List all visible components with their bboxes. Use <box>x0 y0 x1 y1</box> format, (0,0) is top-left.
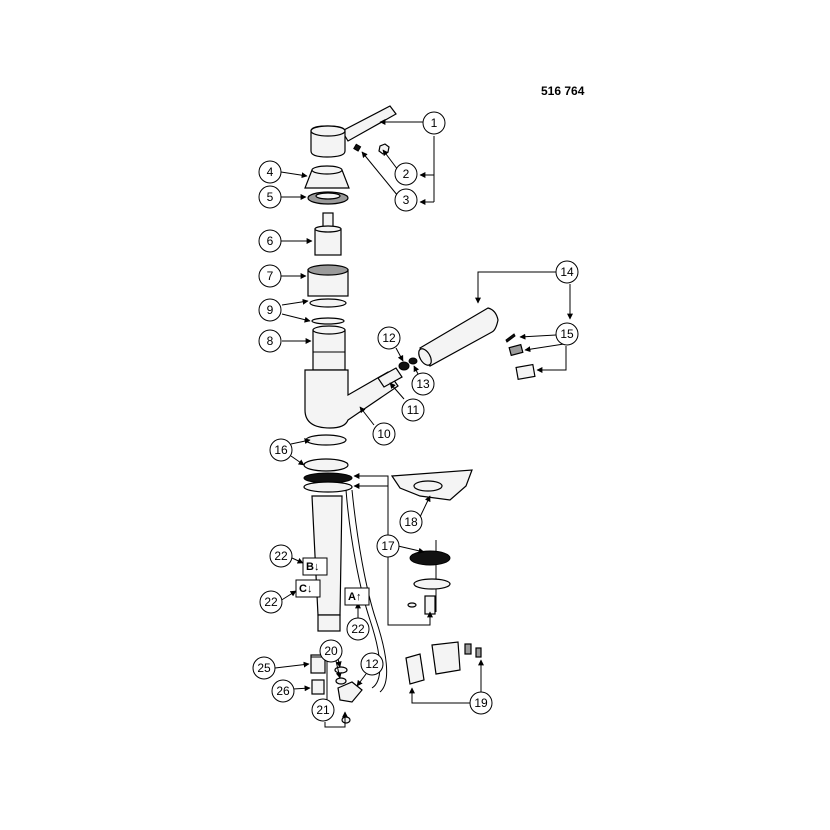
grub-screw-part <box>353 143 362 152</box>
callout-15-label: 15 <box>560 327 574 341</box>
callout-17-label: 17 <box>381 539 395 553</box>
part-number: 516 764 <box>541 84 585 98</box>
callout-7-label: 7 <box>267 269 274 283</box>
callout-9: 9 <box>258 298 282 322</box>
clip-set-part <box>405 641 482 685</box>
callout-26-label: 26 <box>276 684 290 698</box>
callout-6: 6 <box>258 229 282 253</box>
callout-4-label: 4 <box>267 165 274 179</box>
flow-label-b: B↓ <box>302 557 328 576</box>
base-ring-lower-part <box>303 481 353 493</box>
callout-16: 16 <box>269 438 293 462</box>
flow-label-c: C↓ <box>295 579 321 598</box>
callout-10: 10 <box>372 422 396 446</box>
flow-label-a: A↑ <box>344 587 370 606</box>
callout-22-a-label: 22 <box>351 622 365 636</box>
valve-body-part <box>312 325 346 371</box>
callout-22-a: 22 <box>346 617 370 641</box>
callout-8-label: 8 <box>267 334 274 348</box>
callout-20: 20 <box>319 639 343 663</box>
callout-20-label: 20 <box>324 644 338 658</box>
callout-21-label: 21 <box>316 703 330 717</box>
callout-7: 7 <box>258 264 282 288</box>
callout-12-top: 12 <box>377 326 401 350</box>
base-ring-middle-part <box>303 458 349 472</box>
callout-13: 13 <box>411 372 435 396</box>
callout-5: 5 <box>258 185 282 209</box>
callout-1-label: 1 <box>431 116 438 130</box>
callout-26: 26 <box>271 679 295 703</box>
cover-cap-part <box>304 165 350 189</box>
threaded-ring-part <box>307 191 349 205</box>
callout-19-label: 19 <box>474 696 488 710</box>
flow-label-c-text: C↓ <box>299 583 312 595</box>
callout-25-label: 25 <box>257 661 271 675</box>
callout-10-label: 10 <box>377 427 391 441</box>
callout-14: 14 <box>555 260 579 284</box>
callout-9-label: 9 <box>267 303 274 317</box>
sleeve-part <box>307 264 349 297</box>
callout-22-b: 22 <box>269 544 293 568</box>
callout-11: 11 <box>401 398 425 422</box>
spray-head-part <box>418 307 499 367</box>
nut-part <box>378 143 390 155</box>
seal-ring-13-part <box>408 357 418 365</box>
callout-12-top-label: 12 <box>382 331 396 345</box>
callout-18-label: 18 <box>404 515 418 529</box>
callout-19: 19 <box>469 691 493 715</box>
spout-body-part <box>304 369 399 429</box>
mounting-hardware-part <box>407 540 451 615</box>
aerator-part <box>508 343 524 357</box>
callout-15: 15 <box>555 322 579 346</box>
callout-3: 3 <box>394 188 418 212</box>
base-ring-upper-part <box>305 434 347 446</box>
callout-2: 2 <box>394 162 418 186</box>
aerator-clip-part <box>505 333 516 343</box>
callout-2-label: 2 <box>403 167 410 181</box>
callout-14-label: 14 <box>560 265 574 279</box>
callout-12-bottom: 12 <box>360 652 384 676</box>
callout-17: 17 <box>376 534 400 558</box>
callout-5-label: 5 <box>267 190 274 204</box>
callout-3-label: 3 <box>403 193 410 207</box>
flow-label-a-text: A↑ <box>348 591 361 603</box>
angle-valve-part <box>310 654 363 724</box>
callout-18: 18 <box>399 510 423 534</box>
connector-part <box>377 367 403 388</box>
cartridge-part <box>314 212 342 256</box>
seal-ring-12-part <box>398 361 410 371</box>
o-ring-upper-part <box>309 298 347 308</box>
callout-21: 21 <box>311 698 335 722</box>
callout-25: 25 <box>252 656 276 680</box>
callout-11-label: 11 <box>407 403 420 417</box>
o-ring-lower-part <box>311 317 345 325</box>
callout-16-label: 16 <box>274 443 288 457</box>
callout-1: 1 <box>422 111 446 135</box>
callout-12-bottom-label: 12 <box>365 657 379 671</box>
callout-8: 8 <box>258 329 282 353</box>
callout-4: 4 <box>258 160 282 184</box>
callout-22-b-label: 22 <box>274 549 288 563</box>
callout-13-label: 13 <box>416 377 430 391</box>
base-plate-part <box>390 469 473 501</box>
lever-handle-part <box>310 105 397 158</box>
flow-label-b-text: B↓ <box>306 561 319 573</box>
callout-6-label: 6 <box>267 234 274 248</box>
callout-22-c: 22 <box>259 590 283 614</box>
aerator-housing-part <box>515 363 536 380</box>
leader-lines <box>274 119 573 728</box>
callout-22-c-label: 22 <box>264 595 278 609</box>
